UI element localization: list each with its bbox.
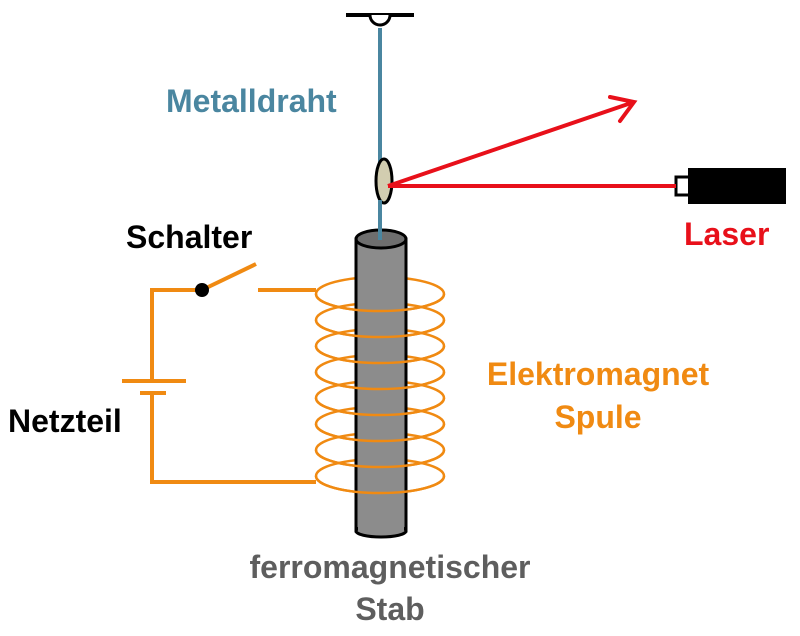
power-supply-symbol <box>122 379 186 395</box>
switch-label: Schalter <box>126 219 252 255</box>
power-supply-label: Netzteil <box>8 403 122 439</box>
wire-label: Metalldraht <box>166 83 337 119</box>
laser-beam <box>387 95 676 188</box>
ceiling-mount <box>346 13 414 27</box>
coil-front <box>314 293 446 495</box>
laser-device <box>674 168 786 204</box>
coil-label-line2: Spule <box>554 399 641 435</box>
switch <box>195 262 257 297</box>
circuit-wiring <box>150 288 316 484</box>
rod-label-line2: Stab <box>355 591 424 627</box>
ferromagnetic-rod <box>354 228 408 539</box>
rod-label-line1: ferromagnetischer <box>250 549 531 585</box>
laser-label: Laser <box>684 216 769 252</box>
coil-label-line1: Elektromagnet <box>487 356 710 392</box>
mirror <box>374 157 394 205</box>
